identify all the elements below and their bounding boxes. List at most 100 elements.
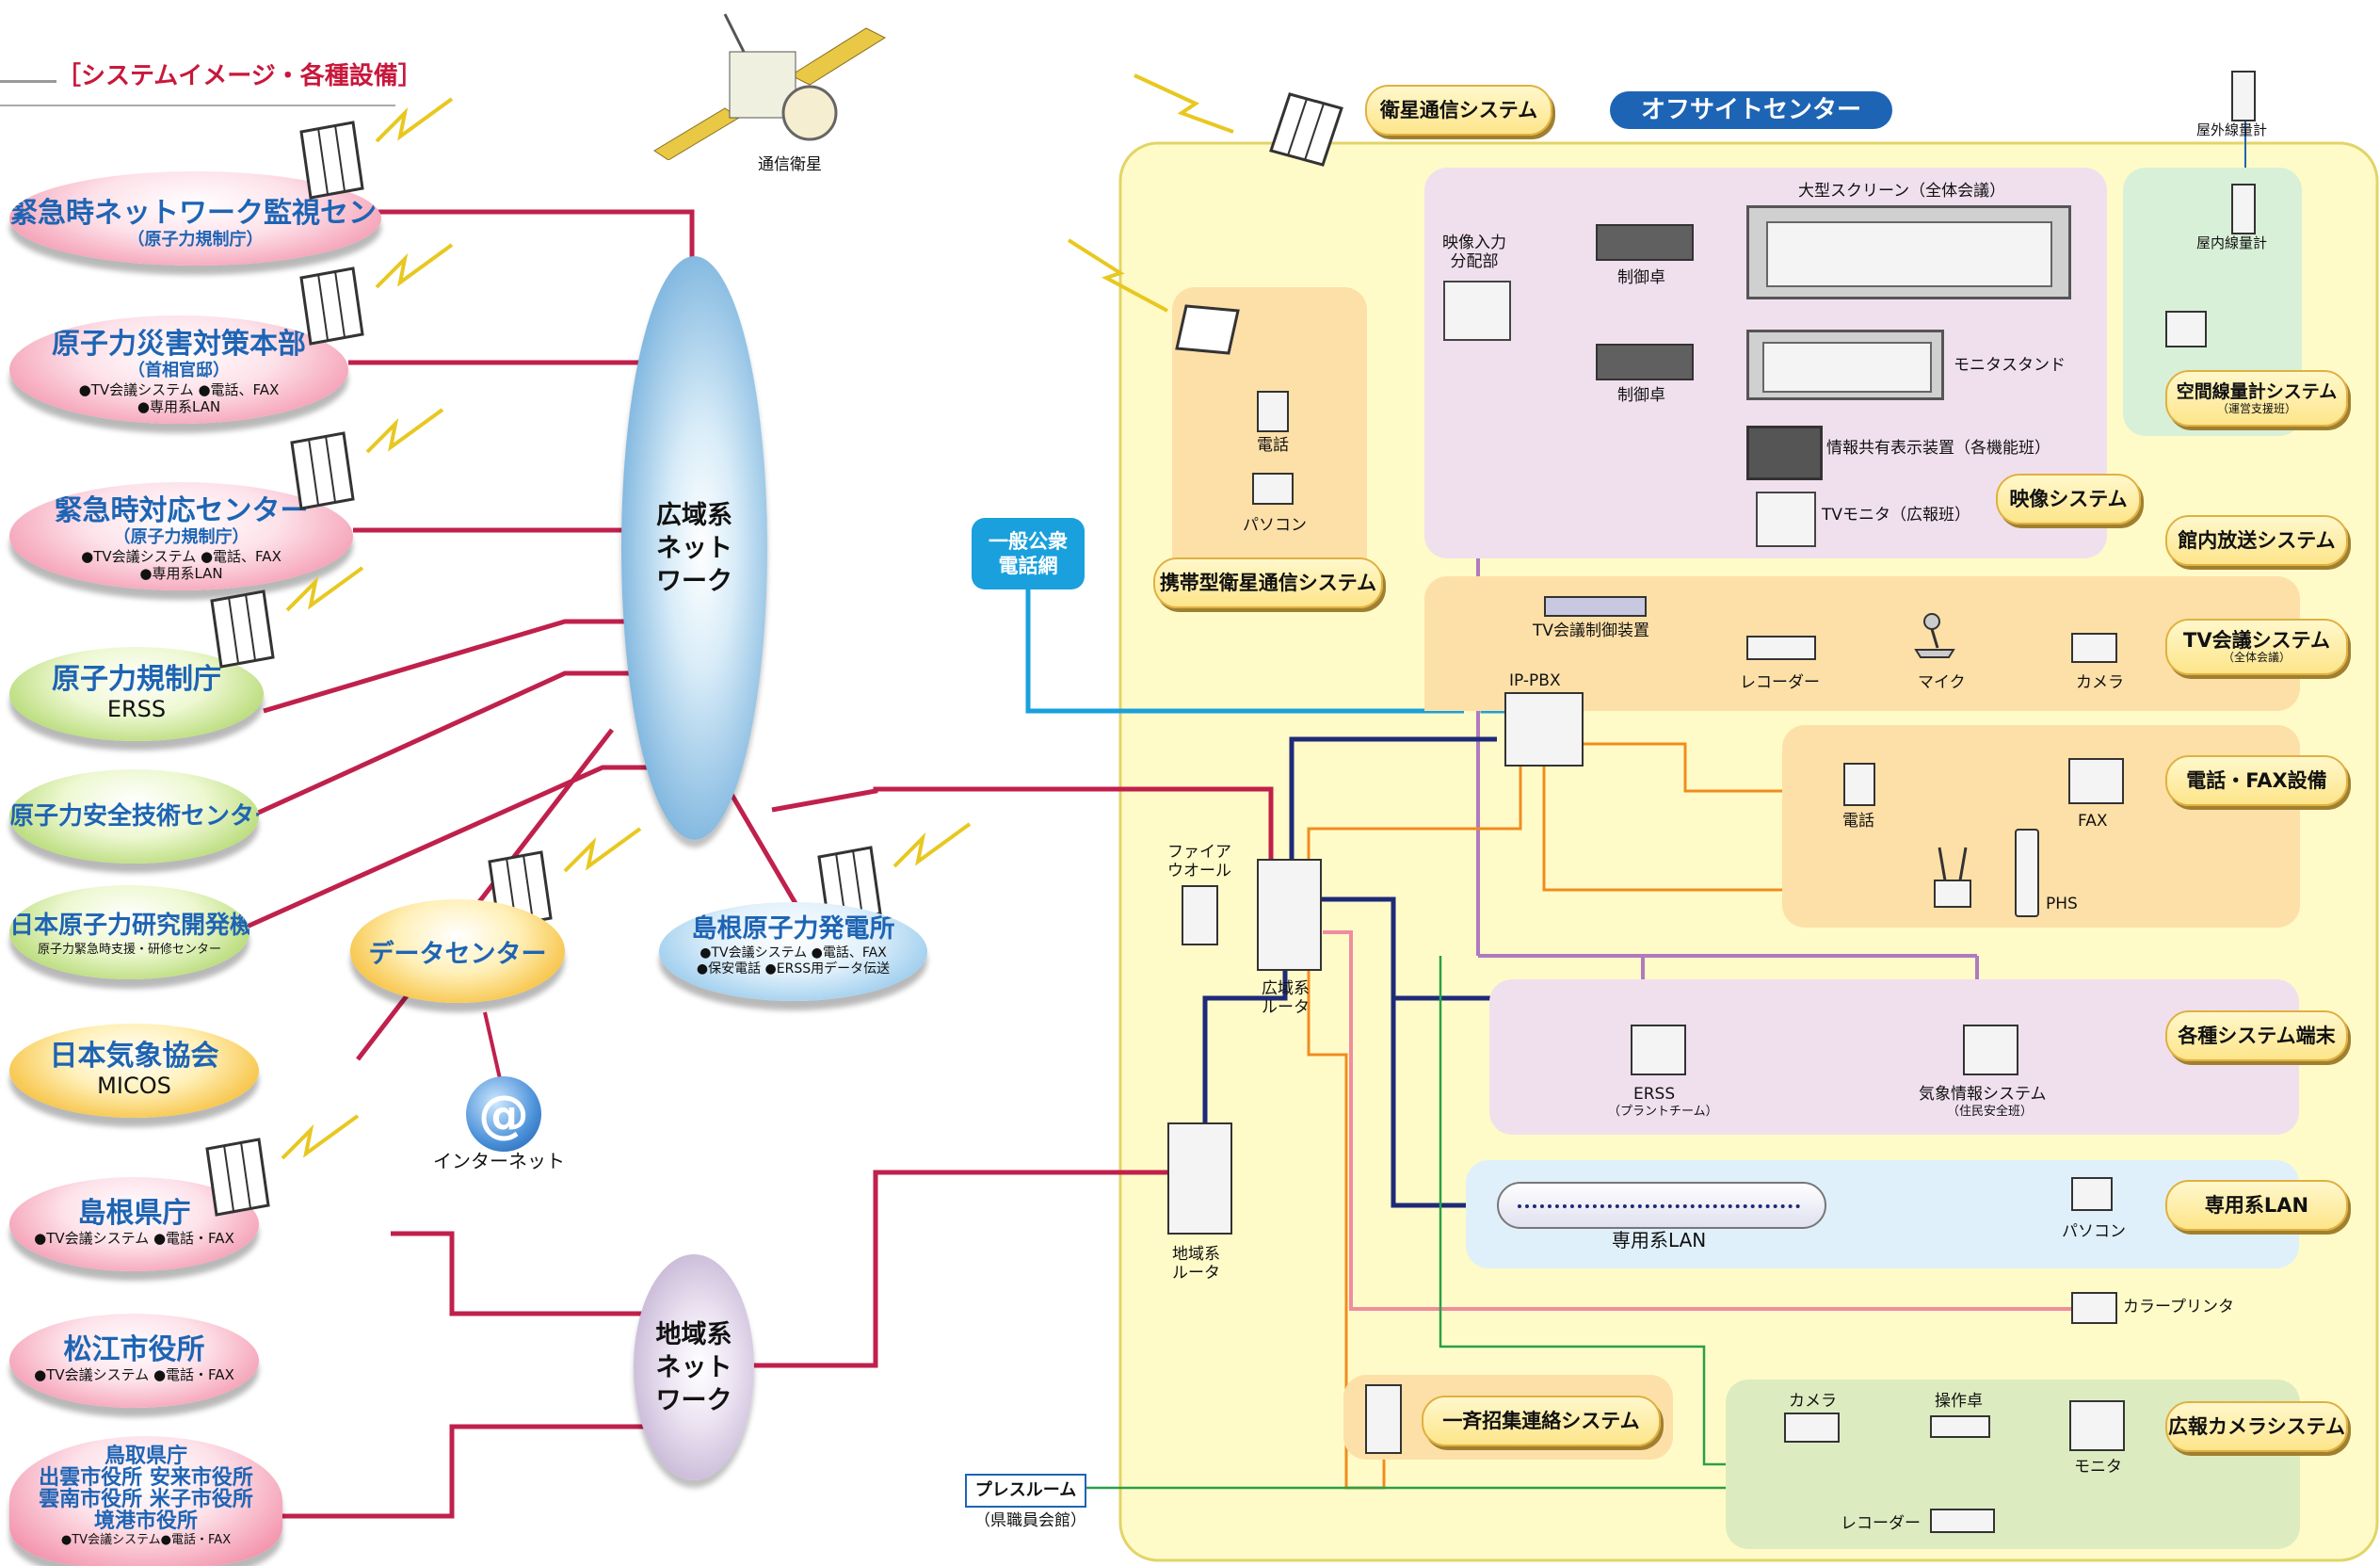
node-notes: ●TV会議システム ●電話、FAX ●専用系LAN xyxy=(78,381,280,415)
node-notes: ●TV会議システム ●電話・FAX xyxy=(34,1366,234,1383)
node-tottori-and-cities: 鳥取県庁 出雲市役所 安来市役所 雲南市役所 米子市役所 境港市役所 ●TV会議… xyxy=(9,1436,282,1566)
zone-system-terminals xyxy=(1489,979,2299,1135)
monitor-stand-label: モニタスタンド xyxy=(1954,356,2066,375)
console-label: 操作卓 xyxy=(1935,1392,1983,1411)
node-title: 島根原子力発電所 xyxy=(691,914,895,944)
weather-sub-label: （住民安全班） xyxy=(1947,1105,2034,1119)
phs-label: PHS xyxy=(2046,895,2078,913)
data-center: データセンター xyxy=(350,899,565,1003)
wide-area-wires xyxy=(243,209,1274,1519)
pc-label: パソコン xyxy=(1243,516,1307,535)
pr-monitor-label: モニタ xyxy=(2074,1458,2122,1477)
tag-private-lan: 専用系LAN xyxy=(2165,1180,2348,1231)
press-room: プレスルーム xyxy=(965,1474,1086,1508)
node-sub: （原子力規制庁） xyxy=(127,230,264,250)
satellite-dish-icon xyxy=(1067,238,1240,355)
pc-icon xyxy=(1252,473,1294,505)
node-notes: ●TV会議システム ●電話、FAX ●保安電話 ●ERSS用データ伝送 xyxy=(696,945,891,977)
wide-router-label: 広域系 ルータ xyxy=(1262,979,1310,1017)
node-sub: ERSS xyxy=(106,696,167,722)
radiation-pc-icon xyxy=(2165,311,2207,347)
firewall-label: ファイア ウオール xyxy=(1167,843,1231,880)
phone-icon xyxy=(1843,763,1875,806)
weather-label: 気象情報システム xyxy=(1919,1085,2047,1104)
callup-server-icon xyxy=(1365,1384,1402,1454)
wide-area-network: 広域系 ネット ワーク xyxy=(621,256,767,840)
pr-camera-icon xyxy=(1784,1413,1840,1443)
color-printer-icon xyxy=(2071,1292,2117,1324)
phs-handset-icon xyxy=(2015,829,2039,917)
tag-tv-conference-label: TV会議システム xyxy=(2183,629,2330,652)
satellite-label: 通信衛星 xyxy=(758,155,822,174)
internet-label: インターネット xyxy=(433,1150,565,1172)
satellite-dish-icon xyxy=(290,408,444,510)
satellite-dish-icon xyxy=(299,97,454,200)
offsite-center-title: オフサイトセンター xyxy=(1610,91,1892,129)
tv-monitor-icon xyxy=(1756,492,1816,547)
ippbx-label: IP-PBX xyxy=(1509,671,1561,690)
node-title: 日本気象協会 xyxy=(49,1040,219,1073)
lan-label: 専用系LAN xyxy=(1612,1229,1707,1251)
node-emergency-response-center: 緊急時対応センター （原子力規制庁） ●TV会議システム ●電話、FAX ●専用… xyxy=(9,482,353,590)
node-notes: ●TV会議システム●電話・FAX xyxy=(60,1533,232,1547)
indoor-meter-icon xyxy=(2231,184,2256,234)
control-desk-icon xyxy=(1596,224,1694,261)
lan-pc-icon xyxy=(2071,1177,2113,1211)
phone-fax-phone-label: 電話 xyxy=(1842,812,1874,831)
press-room-sub: （県職員会館） xyxy=(974,1511,1086,1530)
node-title: 緊急時対応センター xyxy=(54,494,309,527)
satellite-icon xyxy=(653,13,887,160)
local-router-label: 地域系 ルータ xyxy=(1172,1245,1220,1283)
satellite-dish-icon xyxy=(210,566,364,669)
control-desk-icon xyxy=(1596,344,1694,380)
info-display-label: 情報共有表示装置（各機能班） xyxy=(1826,439,2050,458)
tag-radiation-system: 空間線量計システム （運営支援班） xyxy=(2165,370,2348,427)
pr-recorder-icon xyxy=(1930,1509,1995,1533)
node-title: 鳥取県庁 出雲市役所 安来市役所 雲南市役所 米子市役所 境港市役所 xyxy=(39,1445,253,1533)
firewall-icon xyxy=(1182,885,1218,945)
node-nuclear-safety-tech-center: 原子力安全技術センター xyxy=(9,769,259,864)
node-title: 島根県庁 xyxy=(77,1197,191,1230)
tag-tv-conference: TV会議システム （全体会議） xyxy=(2165,619,2348,675)
erss-terminal-icon xyxy=(1631,1025,1686,1075)
recorder-label: レコーダー xyxy=(1740,673,1820,692)
tag-system-terminals: 各種システム端末 xyxy=(2165,1010,2348,1061)
fax-icon xyxy=(2068,758,2124,804)
wide-router-icon xyxy=(1257,859,1322,971)
tag-tv-conference-sub: （全体会議） xyxy=(2222,651,2291,664)
erss-sub-label: （プラントチーム） xyxy=(1608,1105,1718,1119)
node-title: 日本原子力研究開発機構 xyxy=(9,912,249,940)
local-area-network-label: 地域系 ネット ワーク xyxy=(655,1319,732,1415)
node-title: 松江市役所 xyxy=(63,1333,205,1366)
big-screen-icon xyxy=(1746,205,2071,299)
tag-broadcast: 館内放送システム xyxy=(2165,515,2348,566)
node-sub: （原子力規制庁） xyxy=(113,527,249,547)
node-jaea: 日本原子力研究開発機構 原子力緊急時支援・研修センター xyxy=(9,885,249,979)
satellite-dish-icon xyxy=(299,243,454,346)
recorder-icon xyxy=(1746,636,1816,660)
big-screen-label: 大型スクリーン（全体会議） xyxy=(1798,182,2006,201)
tag-phone-fax: 電話・FAX設備 xyxy=(2165,755,2348,806)
outdoor-meter-icon xyxy=(2231,71,2256,121)
phs-antenna-icon xyxy=(1930,843,1975,909)
satellite-dish-icon xyxy=(1134,73,1343,167)
public-phone-wire xyxy=(1025,584,1464,714)
node-title: 原子力災害対策本部 xyxy=(52,328,306,361)
page-title: ［システムイメージ・各種設備］ xyxy=(56,62,423,90)
video-input-icon xyxy=(1443,281,1511,341)
info-display-icon xyxy=(1746,426,1823,480)
tv-ctrl-label: TV会議制御装置 xyxy=(1533,622,1650,640)
tag-video-system: 映像システム xyxy=(1996,474,2141,525)
header-rule xyxy=(0,80,56,83)
phone-icon xyxy=(1257,391,1289,432)
node-shimane-npp: 島根原子力発電所 ●TV会議システム ●電話、FAX ●保安電話 ●ERSS用デ… xyxy=(659,902,927,1001)
local-area-network: 地域系 ネット ワーク xyxy=(634,1254,754,1480)
erss-label: ERSS xyxy=(1633,1085,1676,1104)
node-title: 緊急時ネットワーク監視センター xyxy=(9,197,381,230)
node-matsue-city: 松江市役所 ●TV会議システム ●電話・FAX xyxy=(9,1314,259,1408)
phone-label: 電話 xyxy=(1257,436,1289,455)
fax-label: FAX xyxy=(2078,812,2108,831)
console-icon xyxy=(1930,1415,1990,1438)
outdoor-meter-label: 屋外線量計 xyxy=(2196,121,2268,138)
